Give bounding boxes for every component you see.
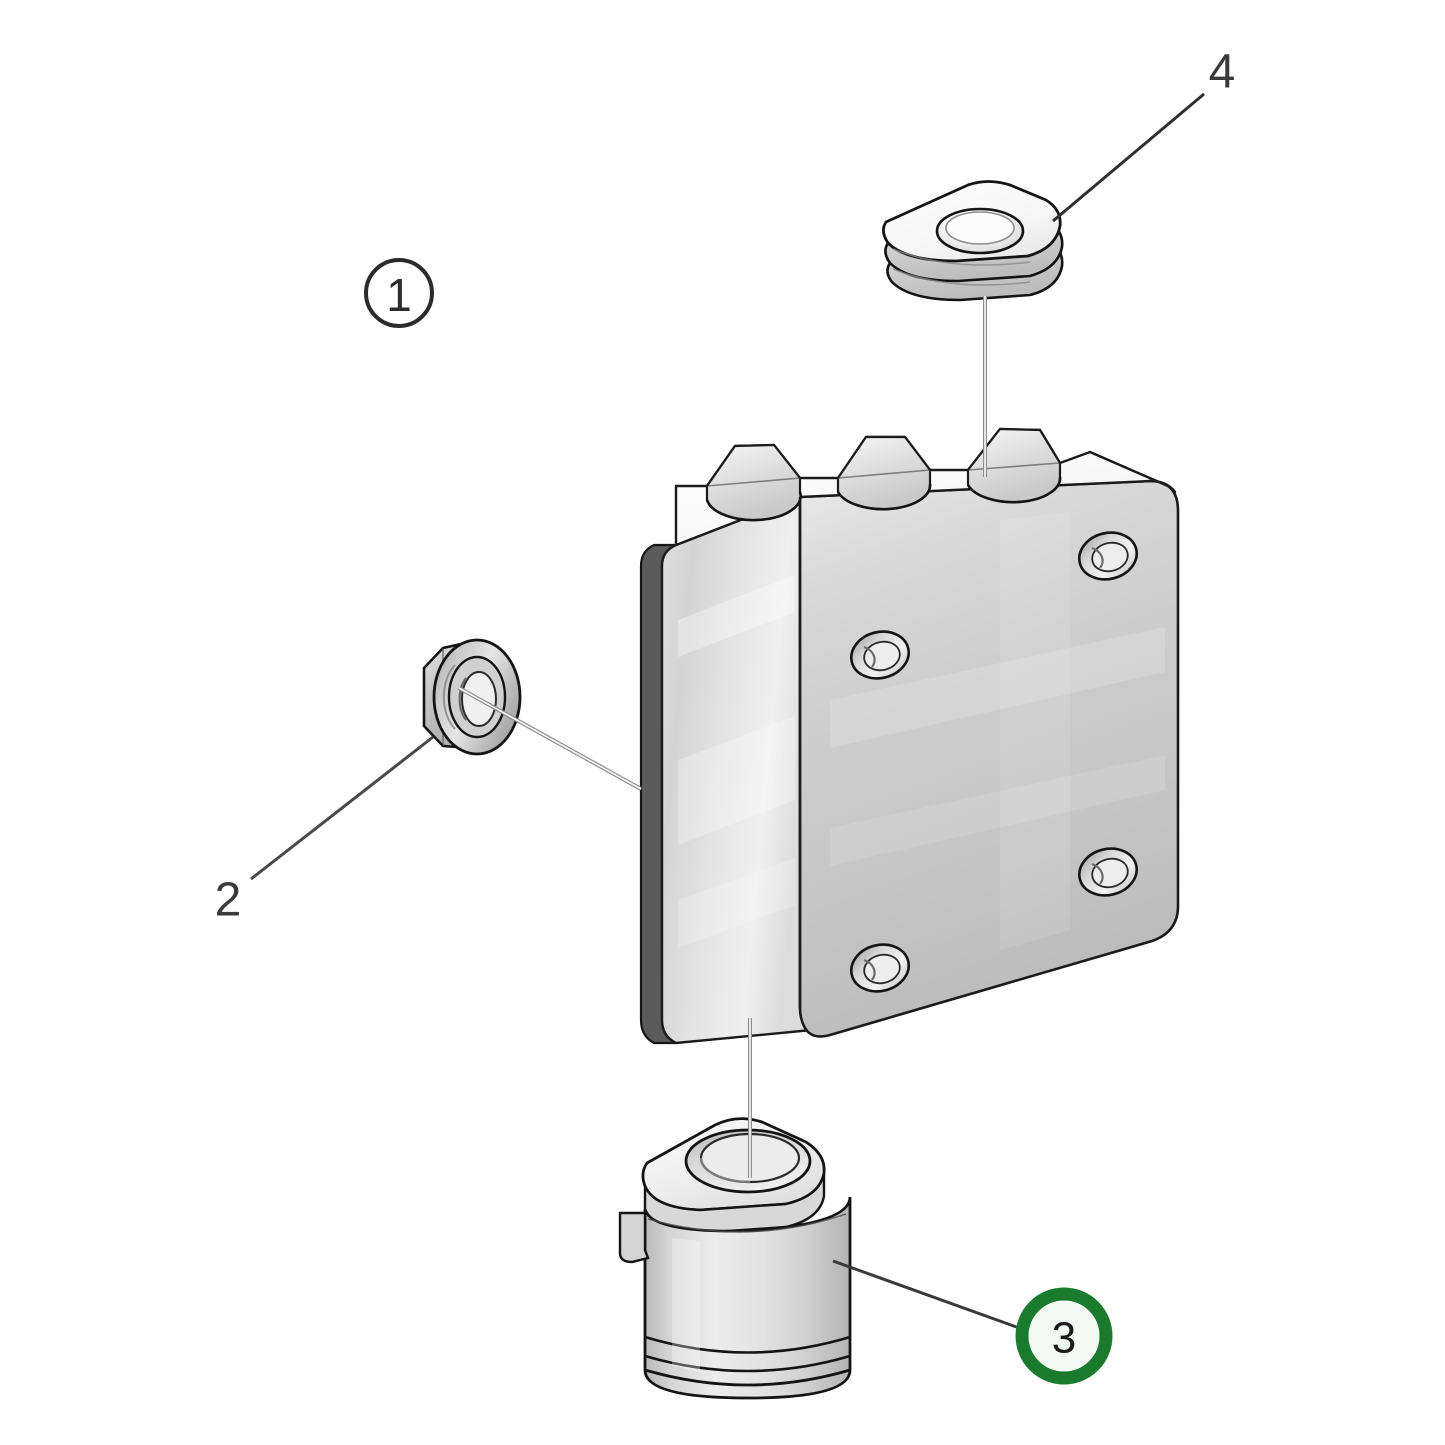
callout-1-number: 1 — [386, 269, 412, 321]
plate-notch-2 — [836, 435, 932, 511]
part-cylindrical-bushing[interactable] — [618, 1117, 852, 1400]
leader-line-2 — [250, 735, 434, 881]
leader-line-3 — [832, 1259, 1023, 1331]
plate-front-face-highlight-1 — [830, 627, 1165, 748]
plate-left-face-highlight-3 — [678, 858, 795, 948]
callout-marker-1[interactable]: 1 — [364, 258, 434, 328]
bushing3-body-highlight — [672, 1238, 700, 1372]
bushing3-side-lug — [618, 1211, 650, 1264]
bushing-bore-shading — [458, 677, 467, 721]
bushing3-bottom-edge — [644, 1368, 851, 1387]
bushing3-bottom-groove-2 — [644, 1354, 851, 1373]
callout-4-number[interactable]: 4 — [1209, 46, 1236, 99]
cap-seam-2 — [892, 268, 1031, 286]
plate-hole-top-right — [1078, 531, 1138, 581]
callout-3-circle — [1015, 1287, 1113, 1385]
callout-1-circle — [364, 258, 434, 328]
plate-top-rear-edge — [1089, 450, 1169, 488]
assembly-axis-bushing-core — [458, 687, 642, 790]
part-layered-cap-washer[interactable] — [882, 180, 1064, 302]
plate-hole-bottom-left — [850, 943, 910, 993]
plate-hole-bottom-right — [1078, 847, 1138, 897]
plate-notch-1 — [705, 443, 802, 522]
plate-hole-top-left — [850, 630, 910, 680]
leader-line-4 — [1052, 92, 1205, 223]
bushing3-bore-shading — [699, 1157, 751, 1184]
bushing3-bottom-groove-1 — [644, 1335, 851, 1354]
bushing-counterbore-shading — [442, 664, 456, 730]
plate-front-face-highlight-3 — [1000, 512, 1070, 950]
plate-left-face-highlight-2 — [678, 716, 795, 845]
plate-left-face-highlight-1 — [678, 575, 795, 657]
callout-3-number: 3 — [1052, 1314, 1076, 1363]
part-bracket-plate[interactable] — [639, 427, 1180, 1045]
plate-front-face-highlight-2 — [830, 755, 1165, 866]
cap-center-recess-inner — [945, 211, 1015, 245]
plate-front-face — [798, 479, 1180, 1038]
callout-marker-3[interactable]: 3 — [1015, 1287, 1113, 1385]
bushing3-collar-seam — [647, 1213, 847, 1233]
callout-2-number[interactable]: 2 — [215, 874, 242, 927]
cap-seam-1 — [892, 248, 1031, 266]
